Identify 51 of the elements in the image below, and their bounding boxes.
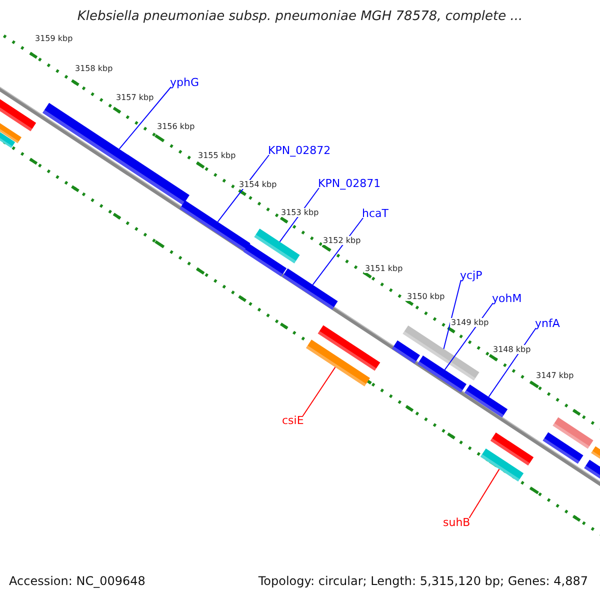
scale-label: 3151 kbp	[364, 264, 404, 273]
gene-bar	[392, 340, 420, 364]
scale-label: 3152 kbp	[322, 236, 362, 245]
scale-label: 3148 kbp	[492, 345, 532, 354]
gene-bar	[490, 432, 534, 466]
scale-label: 3159 kbp	[34, 34, 74, 43]
gene-bar	[418, 356, 466, 392]
leader-line	[468, 468, 500, 518]
scale-label: 3147 kbp	[535, 371, 575, 380]
gene-label: yohM	[492, 292, 522, 305]
gene-bar	[480, 448, 524, 482]
leader-line	[444, 302, 494, 370]
scale-label: 3156 kbp	[156, 122, 196, 131]
gene-label: hcaT	[362, 207, 388, 220]
gene-bar	[402, 326, 480, 380]
scale-label: 3154 kbp	[238, 180, 278, 189]
scale-label: 3153 kbp	[280, 208, 320, 217]
gene-label: suhB	[443, 516, 470, 529]
leader-line	[443, 280, 462, 350]
gene-bar	[584, 460, 600, 480]
footer-text: Accession: NC_009648	[9, 574, 146, 588]
gene-bar	[243, 244, 287, 276]
scale-label: 3149 kbp	[450, 318, 490, 327]
leader-line	[312, 218, 364, 286]
footer-text: Topology: circular; Length: 5,315,120 bp; Genes: 4,887	[258, 574, 588, 588]
gene-bar	[552, 417, 594, 449]
leader-line	[302, 366, 336, 416]
gene-label: ynfA	[535, 317, 560, 330]
scale-label: 3150 kbp	[406, 292, 446, 301]
leader-line	[488, 328, 536, 398]
gene-bar	[318, 325, 380, 371]
gene-bar	[254, 228, 300, 264]
scale-label: 3158 kbp	[74, 64, 114, 73]
leader-line	[217, 154, 270, 222]
gene-label: ycjP	[460, 269, 482, 282]
gene-bar	[0, 120, 22, 144]
leader-line	[118, 86, 172, 150]
gene-bar	[464, 384, 508, 418]
gene-label: KPN_02872	[268, 144, 331, 157]
gene-label: KPN_02871	[318, 177, 381, 190]
gene-label: yphG	[170, 76, 199, 89]
gene-bar	[282, 268, 338, 310]
scale-label: 3155 kbp	[197, 151, 237, 160]
gene-label: csiE	[282, 414, 304, 427]
scale-label: 3157 kbp	[115, 93, 155, 102]
gene-bar	[542, 432, 584, 464]
gene-bar	[306, 340, 370, 386]
title: Klebsiella pneumoniae subsp. pneumoniae MGH 78578, complete ...	[76, 9, 524, 24]
gene-bar	[180, 200, 250, 252]
gene-bar	[0, 130, 16, 148]
gene-bar	[0, 98, 36, 132]
